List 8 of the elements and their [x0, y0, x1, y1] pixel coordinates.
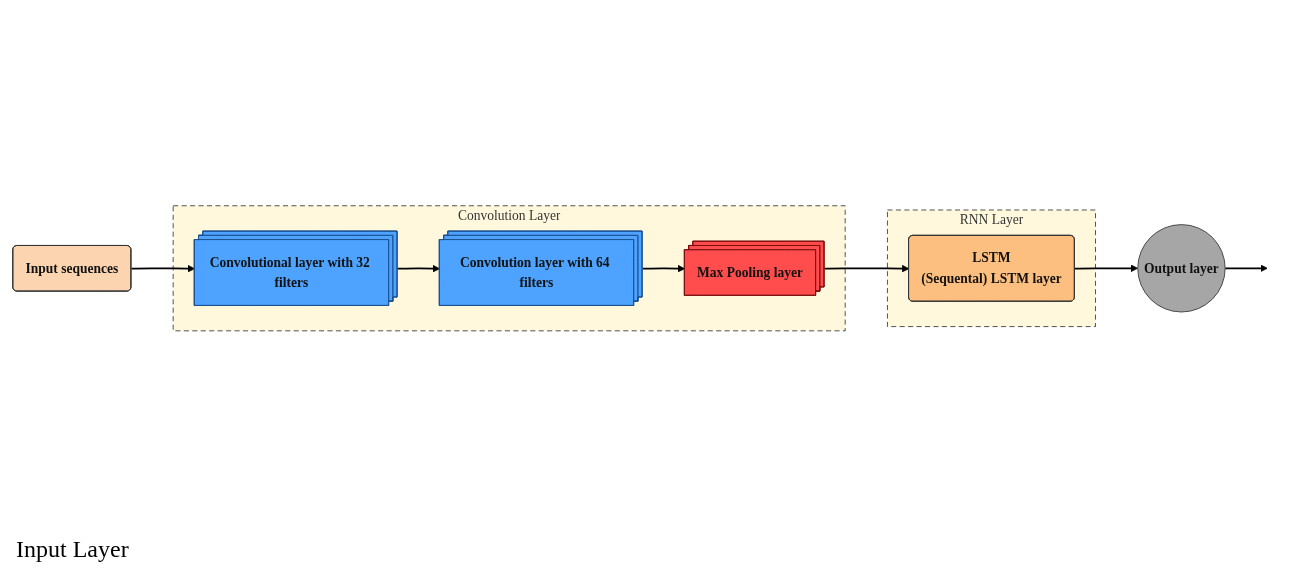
- node-circle: Output layer: [1137, 223, 1226, 313]
- layer-caption: Input Layer: [16, 536, 129, 562]
- arrow: [396, 264, 441, 272]
- arrow: [1073, 264, 1139, 272]
- arrow: [1224, 264, 1268, 272]
- arrow: [130, 264, 196, 272]
- arrow: [823, 264, 910, 272]
- arrow: [641, 264, 686, 272]
